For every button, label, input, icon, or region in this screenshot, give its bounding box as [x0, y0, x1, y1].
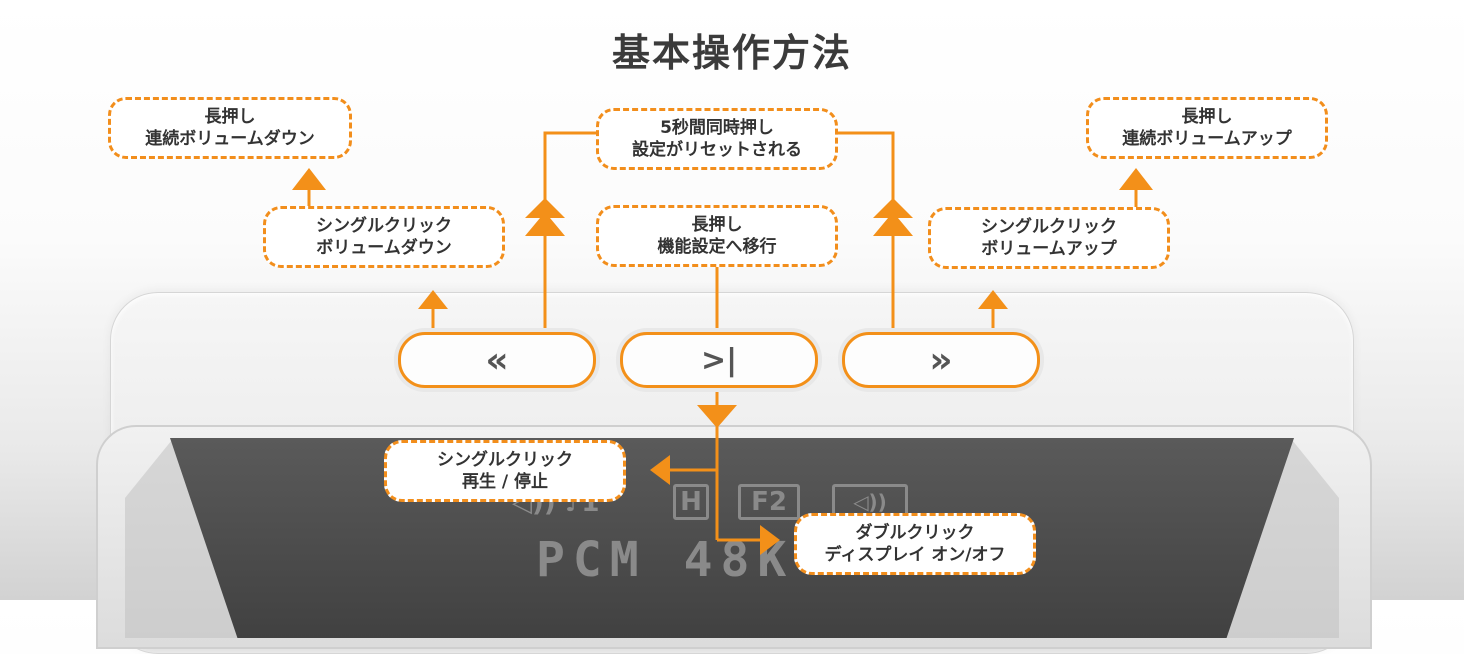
connector-lines — [292, 131, 1153, 555]
next-button[interactable]: » — [842, 332, 1040, 388]
previous-button[interactable]: « — [398, 332, 596, 388]
callout-long-press-volume-down: 長押し 連続ボリュームダウン — [108, 97, 352, 159]
screen-icon-h: H — [673, 484, 709, 520]
chevron-double-right-icon: » — [929, 339, 953, 381]
callout-line: ボリュームダウン — [316, 238, 452, 258]
callout-display-toggle: ダブルクリック ディスプレイ オン/オフ — [794, 513, 1036, 575]
callout-line: 連続ボリュームダウン — [145, 129, 315, 149]
callout-play-stop: シングルクリック 再生 / 停止 — [384, 440, 626, 502]
callout-line: 長押し — [691, 215, 743, 235]
callout-line: シングルクリック — [437, 450, 573, 470]
callout-long-press-settings: 長押し 機能設定へ移行 — [596, 205, 838, 267]
callout-single-click-volume-up: シングルクリック ボリュームアップ — [928, 207, 1170, 269]
callout-line: シングルクリック — [316, 216, 452, 236]
callout-line: ディスプレイ オン/オフ — [824, 545, 1006, 565]
callout-line: 機能設定へ移行 — [657, 237, 777, 257]
callout-line: 長押し — [204, 107, 256, 127]
callout-line: 連続ボリュームアップ — [1122, 129, 1292, 149]
screen-icon-f2: F2 — [738, 484, 800, 520]
play-pause-button[interactable]: >| — [620, 332, 818, 388]
chevron-double-left-icon: « — [485, 339, 509, 381]
callout-line: 再生 / 停止 — [461, 472, 549, 492]
callout-long-press-volume-up: 長押し 連続ボリュームアップ — [1086, 97, 1328, 159]
callout-line: 長押し — [1181, 107, 1233, 127]
callout-single-click-volume-down: シングルクリック ボリュームダウン — [263, 206, 505, 268]
page-title: 基本操作方法 — [611, 31, 852, 75]
callout-line: ダブルクリック — [855, 523, 975, 543]
callout-line: シングルクリック — [981, 217, 1117, 237]
callout-line: ボリュームアップ — [981, 239, 1117, 259]
callout-line: 設定がリセットされる — [632, 140, 802, 160]
callout-reset: 5秒間同時押し 設定がリセットされる — [596, 108, 838, 170]
play-pause-icon: >| — [700, 342, 738, 378]
callout-line: 5秒間同時押し — [660, 118, 774, 138]
